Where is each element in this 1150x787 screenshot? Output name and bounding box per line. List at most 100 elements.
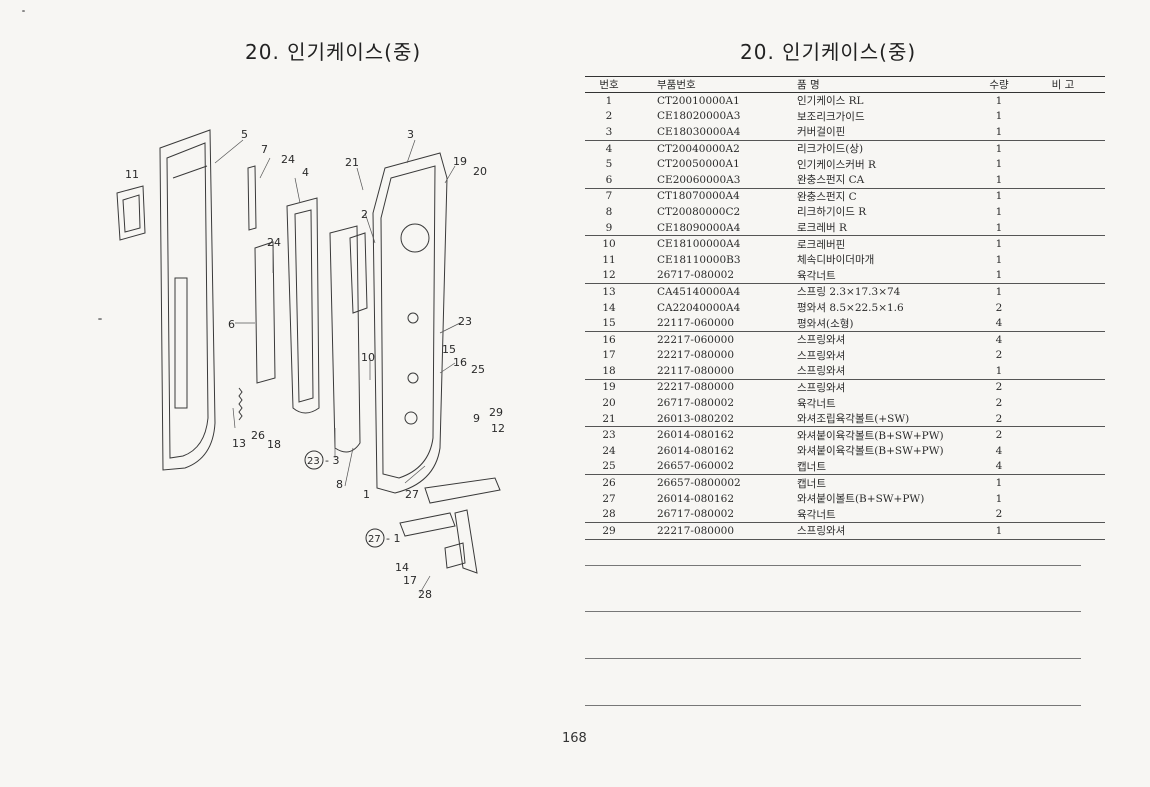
cell-no: 17 xyxy=(602,349,616,362)
callout-1: 1 xyxy=(363,488,370,501)
callout-2: 2 xyxy=(361,208,368,221)
cell-no: 3 xyxy=(605,125,613,138)
cell-part-no: 26657-060002 xyxy=(657,460,735,473)
cell-no: 18 xyxy=(602,364,616,377)
cell-qty: 2 xyxy=(995,349,1003,362)
cell-remarks xyxy=(1021,283,1105,300)
cell-part-no: CE20060000A3 xyxy=(657,173,741,186)
cell-part-no: 22217-060000 xyxy=(633,330,797,348)
cell-part-no: 26013-080202 xyxy=(657,412,735,425)
cell-qty: 1 xyxy=(995,269,1003,282)
cell-qty: 1 xyxy=(995,125,1003,138)
header-remarks: 비 고 xyxy=(1021,76,1105,93)
cell-part-no: 26717-080002 xyxy=(657,508,735,521)
callout-23: 23 xyxy=(458,315,472,328)
header-part-no: 부품번호 xyxy=(633,76,797,93)
cell-no: 28 xyxy=(602,508,616,521)
cell-remarks xyxy=(1021,411,1105,427)
leak-hook-plate-part xyxy=(329,225,368,453)
cell-name: 완충스펀지 C xyxy=(797,187,977,205)
cell-no: 25 xyxy=(602,460,616,473)
callout-28: 28 xyxy=(418,588,432,601)
cell-remarks xyxy=(1021,252,1105,268)
cell-no: 10 xyxy=(585,235,633,252)
cell-qty: 1 xyxy=(995,94,1003,107)
svg-text:27: 27 xyxy=(368,534,381,545)
circled-callout-27: 27 - 1 xyxy=(365,528,400,548)
cell-remarks xyxy=(1021,363,1105,379)
cell-part-no: CE18100000A4 xyxy=(633,235,797,252)
cell-part-no: CT20010000A1 xyxy=(657,94,740,107)
cell-part-no: 26657-0800002 xyxy=(633,474,797,491)
cell-part-no: CE18030000A4 xyxy=(657,125,741,138)
callout-20: 20 xyxy=(473,165,487,178)
table-header-row: 번호 부품번호 품 명 수량 비 고 xyxy=(585,76,1105,93)
header-name: 품 명 xyxy=(797,76,977,93)
cell-remarks xyxy=(1021,522,1105,540)
cell-no: 14 xyxy=(602,301,616,314)
cell-remarks xyxy=(1021,235,1105,252)
callout-29: 29 xyxy=(489,406,503,419)
header-qty: 수량 xyxy=(977,76,1021,93)
blank-row-line xyxy=(585,658,1081,659)
blank-row-line xyxy=(585,611,1081,612)
leader-lines xyxy=(214,139,461,594)
cell-qty: 4 xyxy=(995,460,1003,473)
cell-no: 15 xyxy=(602,317,616,330)
header-no: 번호 xyxy=(585,76,633,93)
cell-remarks xyxy=(1021,474,1105,491)
scan-speck xyxy=(22,10,25,12)
cell-remarks xyxy=(1021,220,1105,236)
cell-no: 12 xyxy=(602,269,616,282)
cell-no: 16 xyxy=(585,330,633,348)
cell-name: 로크레버핀 xyxy=(797,235,977,252)
cell-name: 인기케이스 RL xyxy=(797,95,864,108)
cell-no: 7 xyxy=(585,187,633,205)
cell-name: 육각너트 xyxy=(797,508,836,521)
cell-remarks xyxy=(1021,172,1105,188)
callout-15: 15 xyxy=(442,343,456,356)
callout-labels: 5 3 7 24 4 11 21 19 20 2 24 6 23 15 10 1… xyxy=(125,128,505,601)
cell-part-no: 22117-060000 xyxy=(657,317,735,330)
exploded-parts-diagram: 5 3 7 24 4 11 21 19 20 2 24 6 23 15 10 1… xyxy=(116,128,505,601)
cell-qty: 1 xyxy=(995,205,1003,218)
cell-remarks xyxy=(1021,204,1105,220)
leak-guide-part xyxy=(286,197,320,414)
lock-lever-bracket xyxy=(399,477,501,574)
callout-26: 26 xyxy=(251,429,265,442)
cell-part-no: CA22040000A4 xyxy=(657,301,741,314)
page-title-right: 20. 인기케이스(중) xyxy=(740,40,917,64)
cell-name: 체속디바이더마개 xyxy=(797,254,875,267)
callout-25: 25 xyxy=(471,363,485,376)
cell-name: 캡너트 xyxy=(797,474,977,491)
callout-10: 10 xyxy=(361,351,375,364)
cell-remarks xyxy=(1021,139,1105,157)
cell-name: 리크하기이드 R xyxy=(797,206,867,219)
callout-8: 8 xyxy=(336,478,343,491)
cell-no: 27 xyxy=(602,492,616,505)
cell-name: 와셔조립육각볼트(+SW) xyxy=(797,413,910,426)
cell-no: 9 xyxy=(605,221,613,234)
sponge-parts xyxy=(247,165,276,384)
cell-qty: 1 xyxy=(995,221,1003,234)
cell-remarks xyxy=(1021,443,1105,459)
callout-24b: 24 xyxy=(267,236,281,249)
cell-remarks xyxy=(1021,156,1105,172)
callout-11: 11 xyxy=(125,168,139,181)
cell-no: 2 xyxy=(605,110,613,123)
cell-qty: 2 xyxy=(977,426,1021,444)
